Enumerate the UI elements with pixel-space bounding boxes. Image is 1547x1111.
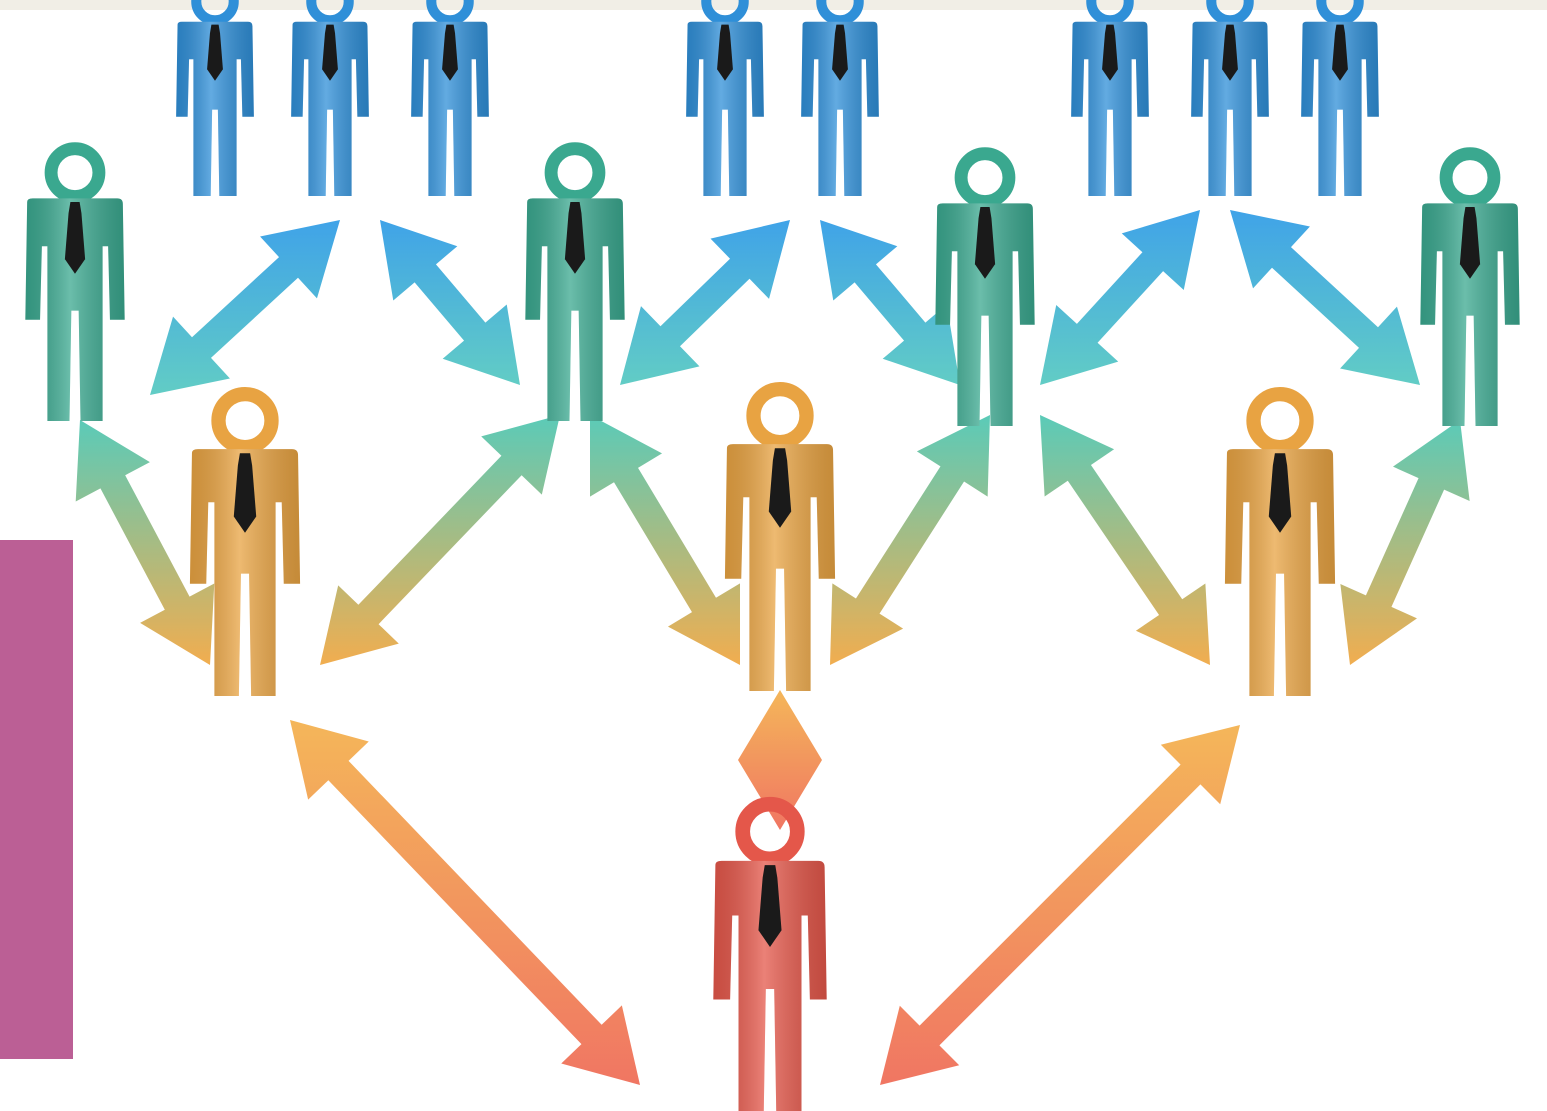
- person-tier3-2: [525, 149, 624, 421]
- arrow-t4-t3-5: [1040, 210, 1200, 385]
- arrow-t4-t3-3: [620, 220, 790, 385]
- person-tier4-6: [1071, 0, 1149, 196]
- person-tier4-1: [176, 0, 254, 196]
- arrow-t4-t3-6: [1230, 210, 1420, 385]
- person-tier3-3: [935, 154, 1034, 426]
- person-tier4-4: [686, 0, 764, 196]
- arrow-t4-t3-2: [380, 220, 520, 385]
- arrow-t3-t2-2: [320, 415, 560, 665]
- arrow-t2-leader-left: [290, 720, 640, 1085]
- person-tier4-7: [1191, 0, 1269, 196]
- side-color-panel: [0, 540, 73, 1059]
- person-leader: [713, 804, 826, 1111]
- people-figures: [25, 0, 1519, 1111]
- person-tier4-3: [411, 0, 489, 196]
- arrow-t3-t2-3: [590, 415, 740, 665]
- person-tier3-1: [25, 149, 124, 421]
- arrow-t2-leader-right: [880, 725, 1240, 1085]
- person-tier2-3: [1225, 394, 1335, 696]
- arrow-t3-t2-5: [1040, 415, 1210, 665]
- arrow-t3-t2-4: [830, 415, 990, 665]
- person-tier4-2: [291, 0, 369, 196]
- person-tier4-5: [801, 0, 879, 196]
- person-tier4-8: [1301, 0, 1379, 196]
- arrow-t4-t3-1: [150, 220, 340, 395]
- person-tier3-4: [1420, 154, 1519, 426]
- person-tier2-2: [725, 389, 835, 691]
- arrow-t3-t2-6: [1340, 420, 1469, 665]
